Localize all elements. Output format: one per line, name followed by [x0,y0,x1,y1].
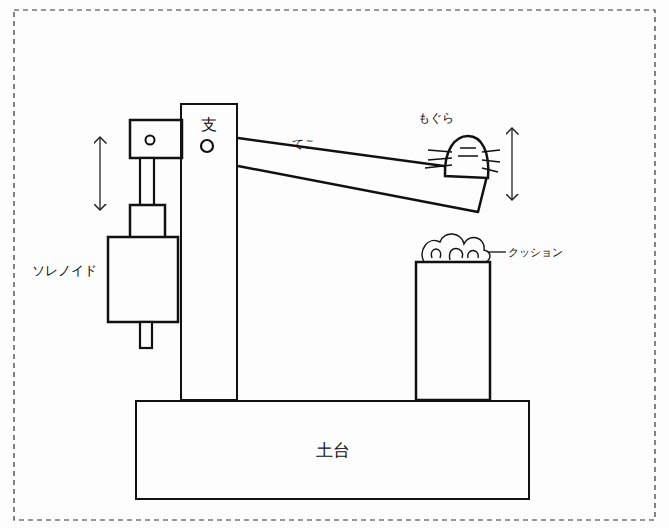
pivot [201,140,213,152]
link-pin [146,136,155,145]
support-pillar: 支 [180,103,238,401]
mole-label: もぐら [418,110,454,127]
leader-line [488,251,506,252]
plunger-rod [140,158,154,206]
node-text: 土台 [316,439,350,462]
mole-whiskers [425,148,500,172]
motion-arrow [99,137,100,210]
dashed-frame [14,10,655,520]
base-block: 土台 [135,400,530,500]
cushion [422,234,490,262]
solenoid [108,237,178,322]
node-text: 支 [201,115,217,136]
plunger [130,205,165,238]
lever-label: てこ [292,136,316,153]
mole [445,136,488,178]
solenoid-rod [140,322,152,348]
link-bracket [130,120,182,158]
cushion-post [416,262,490,400]
motion-arrow [511,128,512,200]
solenoid-label: ソレノイド [32,262,97,280]
cushion-label: クッション [508,245,563,260]
